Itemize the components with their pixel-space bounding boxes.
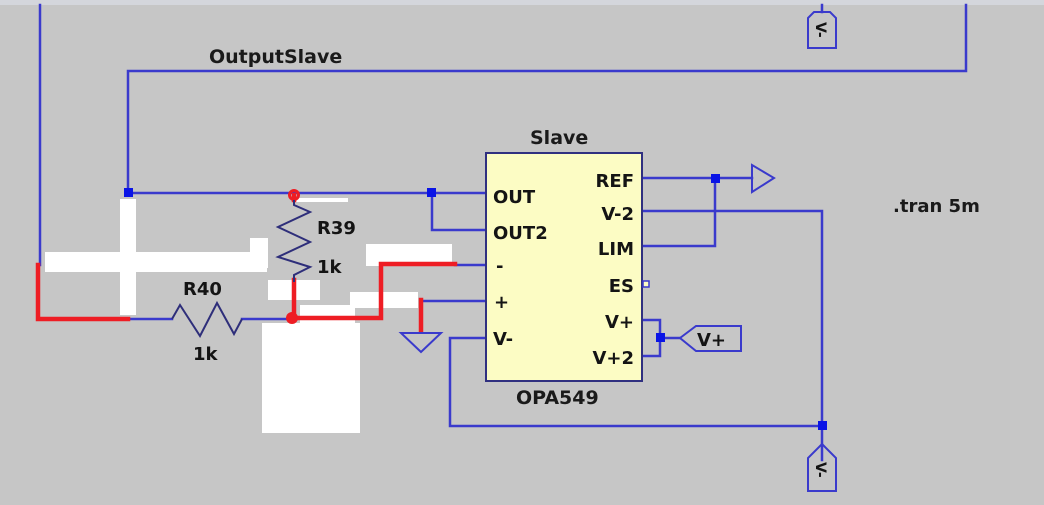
opamp-instance-name: Slave [530, 127, 588, 149]
wires [38, 3, 968, 462]
erase-block [262, 323, 360, 433]
vplus-flag-label: V+ [697, 330, 726, 351]
ground-icon [398, 332, 444, 354]
red-wire-inv-node[interactable] [291, 261, 458, 321]
resistor-r40[interactable]: R40 1k [171, 279, 243, 365]
r40-ref-label: R40 [183, 279, 222, 300]
pin-inverting: - [496, 256, 503, 277]
junction-dot[interactable] [711, 174, 720, 183]
pin-out2: OUT2 [493, 223, 548, 244]
opamp-model-name: OPA549 [516, 387, 599, 409]
vminus-flag-bottom-label: V- [812, 462, 828, 478]
vminus-flag-bottom[interactable]: V- [807, 442, 837, 492]
wire-out2[interactable] [430, 191, 488, 232]
resistor-r39[interactable]: R39 1k [275, 200, 356, 282]
pin-v-2: V-2 [601, 204, 634, 225]
vplus-flag-icon [678, 325, 742, 352]
pin-es: ES [609, 276, 634, 297]
junctions [124, 174, 827, 430]
pin-vminus: V- [493, 329, 513, 350]
window-top-edge [0, 0, 1044, 5]
pin-noninverting: + [494, 292, 509, 313]
opamp-body[interactable] [485, 152, 643, 382]
erase-block [366, 244, 452, 266]
vminus-flag-icon [807, 11, 837, 49]
vminus-flag-top-label: V- [812, 22, 828, 38]
net-label-output-slave[interactable]: OutputSlave [209, 46, 342, 68]
ground-arrow-icon [751, 163, 776, 194]
pin-lim: LIM [598, 239, 634, 260]
pin-vplus: V+ [605, 312, 634, 333]
spice-directive[interactable]: .tran 5m [893, 196, 980, 217]
wire-v-2[interactable] [640, 209, 824, 462]
ref-ground-arrow[interactable] [751, 163, 776, 194]
pin-out: OUT [493, 187, 536, 208]
erase-block [250, 238, 268, 268]
erase-block [296, 198, 348, 202]
wire-output-slave[interactable] [126, 3, 968, 194]
junction-dot[interactable] [427, 188, 436, 197]
vplus-flag[interactable]: V+ [678, 325, 742, 352]
erase-block [45, 252, 267, 272]
junction-dot[interactable] [818, 421, 827, 430]
red-wire-left[interactable] [35, 262, 131, 322]
highlight-wires [35, 189, 458, 333]
r39-value-label: 1k [317, 257, 343, 278]
opamp-opa549[interactable]: Slave OUT OUT2 - + V- REF V-2 LIM ES V+ … [485, 127, 650, 409]
ground-symbol[interactable] [398, 332, 444, 354]
pin-vplus2: V+2 [592, 348, 634, 369]
red-junction-open[interactable] [288, 189, 300, 201]
erase-block [350, 292, 418, 308]
junction-dot[interactable] [656, 333, 665, 342]
pin-ref: REF [596, 171, 634, 192]
junction-dot[interactable] [124, 188, 133, 197]
erasure-marks [45, 198, 452, 433]
pin-es-open-terminal[interactable] [642, 280, 650, 288]
erase-block [300, 305, 355, 323]
vminus-flag-icon [807, 442, 837, 492]
wire-vminus[interactable] [448, 336, 824, 428]
red-junction[interactable] [286, 312, 298, 324]
r39-ref-label: R39 [317, 218, 356, 239]
wire-lim[interactable] [640, 176, 717, 248]
vminus-flag-top[interactable]: V- [807, 11, 837, 49]
r40-value-label: 1k [193, 344, 219, 365]
